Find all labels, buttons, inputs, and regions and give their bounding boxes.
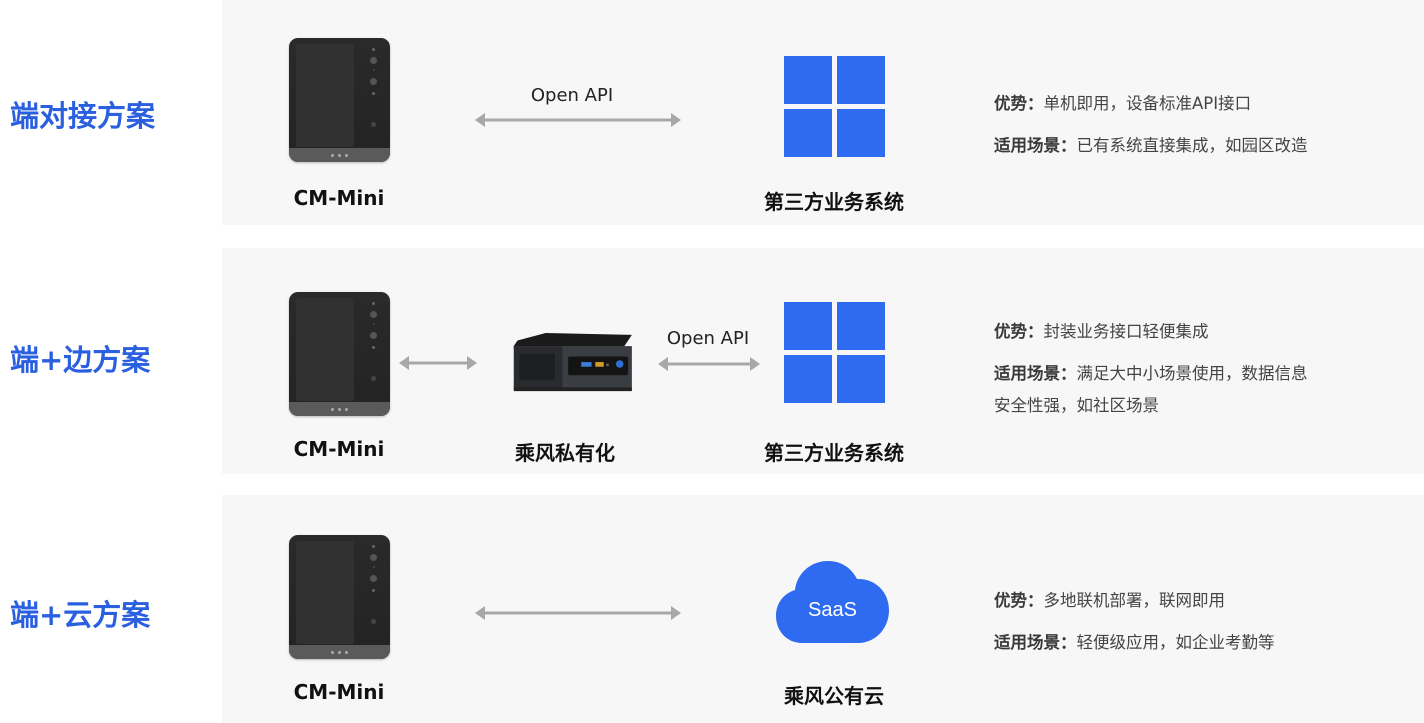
bidirectional-arrow-icon [475,606,681,620]
scenario-text-continued: 安全性强，如社区场景 [994,396,1159,415]
device-label: 乘风公有云 [784,684,884,708]
device-label: CM-Mini [293,186,385,210]
row-description: 优势：封装业务接口轻便集成 适用场景：满足大中小场景使用，数据信息 安全性强，如… [994,316,1308,422]
device-label: CM-Mini [293,680,385,704]
device-label: 第三方业务系统 [764,441,904,465]
advantage-text: 多地联机部署，联网即用 [1043,591,1226,610]
windows-system-icon [784,302,885,403]
row-title: 端对接方案 [10,99,156,133]
row-title: 端+云方案 [10,598,151,632]
advantage-label: 优势： [994,94,1044,113]
scenario-text: 轻便级应用，如企业考勤等 [1076,633,1275,652]
scenario-label: 适用场景： [994,364,1077,383]
scenario-label: 适用场景： [994,633,1077,652]
device-label: CM-Mini [293,437,385,461]
scenario-text: 满足大中小场景使用，数据信息 [1076,364,1308,383]
saas-text: SaaS [808,599,857,621]
cm-mini-device-image [289,292,390,416]
device-label: 第三方业务系统 [764,190,904,214]
row-title: 端+边方案 [10,343,151,377]
windows-system-icon [784,56,885,157]
cm-mini-device-image [289,535,390,659]
advantage-text: 封装业务接口轻便集成 [1043,322,1209,341]
advantage-text: 单机即用，设备标准API接口 [1043,94,1252,113]
bidirectional-arrow-icon [658,357,760,371]
private-server-mini-pc-image [513,333,632,392]
bidirectional-arrow-icon [399,356,477,370]
bidirectional-arrow-icon [475,113,681,127]
device-label: 乘风私有化 [515,441,615,465]
open-api-label: Open API [666,328,750,349]
saas-cloud-icon: SaaS [776,560,889,644]
scenario-text: 已有系统直接集成，如园区改造 [1076,136,1308,155]
open-api-label: Open API [530,85,614,106]
scenario-label: 适用场景： [994,136,1077,155]
advantage-label: 优势： [994,322,1044,341]
advantage-label: 优势： [994,591,1044,610]
cm-mini-device-image [289,38,390,162]
row-description: 优势：单机即用，设备标准API接口 适用场景：已有系统直接集成，如园区改造 [994,88,1308,162]
row-description: 优势：多地联机部署，联网即用 适用场景：轻便级应用，如企业考勤等 [994,585,1275,659]
